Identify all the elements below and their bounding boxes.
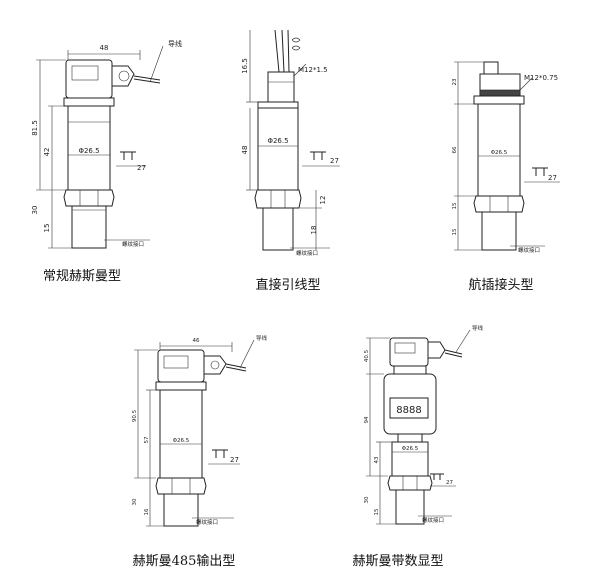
label-wire: 导线: [256, 334, 268, 342]
dim-thread: 15: [452, 228, 458, 235]
dim-thread: 15: [374, 508, 380, 515]
caption-hirschmann-display: 赫斯曼带数显型: [352, 554, 443, 569]
connector-head: [157, 349, 205, 383]
connector-head: [65, 59, 113, 99]
digital-display: [389, 397, 429, 419]
dim-wrench: 27: [446, 480, 453, 486]
dim-lower: 30: [364, 496, 370, 503]
dim-lower: 15: [452, 202, 458, 209]
dim-thread: 15: [43, 224, 51, 233]
sensor-body: [159, 389, 203, 479]
label-wire: 导线: [472, 324, 484, 332]
dim-wrench: 27: [137, 164, 146, 172]
dim-nut: M12*0.75: [524, 74, 558, 82]
dim-diameter: Φ26.5: [267, 137, 288, 145]
dim-thread: 18: [310, 226, 318, 235]
dim-body: 66: [452, 146, 458, 153]
thread-port: [481, 211, 517, 251]
dim-body: 48: [241, 146, 249, 155]
sensor-body: [257, 107, 299, 191]
connector-label-plate: [71, 65, 99, 81]
hex-nut: [473, 195, 525, 213]
dim-lower: 30: [31, 206, 39, 215]
sensor-direct-cable: M12*1.5 Φ26.5 27 16.5 48 12 18 螺纹接口 直接引线…: [241, 29, 340, 293]
dim-body: 43: [374, 456, 380, 463]
sensor-body: [67, 105, 111, 191]
knurled-ring: [479, 89, 521, 97]
label-port: 螺纹接口: [122, 240, 144, 248]
sensor-hirschmann-display: 导线 8888 Φ26.5 27 40.5 94 43 30 15 螺纹接口 赫…: [352, 324, 483, 569]
caption-direct-cable: 直接引线型: [255, 277, 320, 293]
cable-gland: [111, 65, 135, 87]
dim-cable: 16.5: [241, 58, 249, 74]
label-wire: 导线: [168, 39, 182, 48]
dim-lower: 12: [319, 196, 327, 205]
thread-port: [163, 493, 199, 527]
label-port: 螺纹接口: [518, 246, 540, 254]
dim-wrench: 27: [230, 456, 239, 464]
dim-plug: 23: [452, 78, 458, 85]
dim-width: 46: [193, 338, 200, 344]
dim-wrench: 27: [330, 157, 339, 165]
dim-diameter: Φ26.5: [491, 150, 508, 156]
dim-total: 81.5: [31, 120, 39, 136]
thread-port: [395, 489, 425, 525]
dim-total: 90.5: [132, 409, 138, 422]
label-port: 螺纹接口: [296, 249, 318, 257]
caption-hirschmann-485: 赫斯曼485输出型: [133, 553, 236, 569]
sensor-hirschmann-485: 46 导线 Φ26.5 27 90.5 57 30 16 螺纹接口 赫斯曼485…: [132, 334, 268, 569]
label-port: 螺纹接口: [196, 518, 218, 526]
thread-port: [71, 205, 107, 249]
dim-diameter: Φ26.5: [402, 446, 419, 452]
hex-nut: [155, 477, 207, 495]
dim-body: 57: [144, 436, 150, 443]
cable-gland: [427, 341, 446, 359]
display-readout: 8888: [396, 405, 421, 416]
sensor-aviation-plug: M12*0.75 Φ26.5 27 23 66 15 15 螺纹接口 航插接头型: [452, 61, 560, 293]
caption-standard-hirschmann: 常规赫斯曼型: [43, 269, 121, 284]
sensor-standard-hirschmann: 48 导线 Φ26.5 27 81.5 42: [31, 39, 182, 284]
sensor-body: [391, 441, 429, 477]
dim-body: 42: [43, 148, 51, 157]
dim-nut: M12*1.5: [298, 66, 328, 74]
hex-nut: [63, 189, 115, 207]
dim-lower: 30: [132, 498, 138, 505]
cable-gland: [267, 71, 295, 103]
cable-gland: [203, 355, 227, 375]
dim-total: 94: [364, 416, 370, 423]
hex-nut: [254, 189, 302, 209]
dim-diameter: Φ26.5: [78, 147, 99, 155]
connector-head: [389, 337, 429, 367]
dim-wrench: 27: [548, 174, 557, 182]
thread-port: [262, 207, 294, 251]
dim-diameter: Φ26.5: [173, 438, 190, 444]
label-port: 螺纹接口: [422, 516, 444, 524]
hex-nut: [387, 475, 433, 491]
caption-aviation-plug: 航插接头型: [468, 277, 533, 293]
dim-thread: 16: [144, 508, 150, 515]
dim-top: 40.5: [364, 349, 370, 362]
dim-width: 48: [100, 44, 109, 52]
